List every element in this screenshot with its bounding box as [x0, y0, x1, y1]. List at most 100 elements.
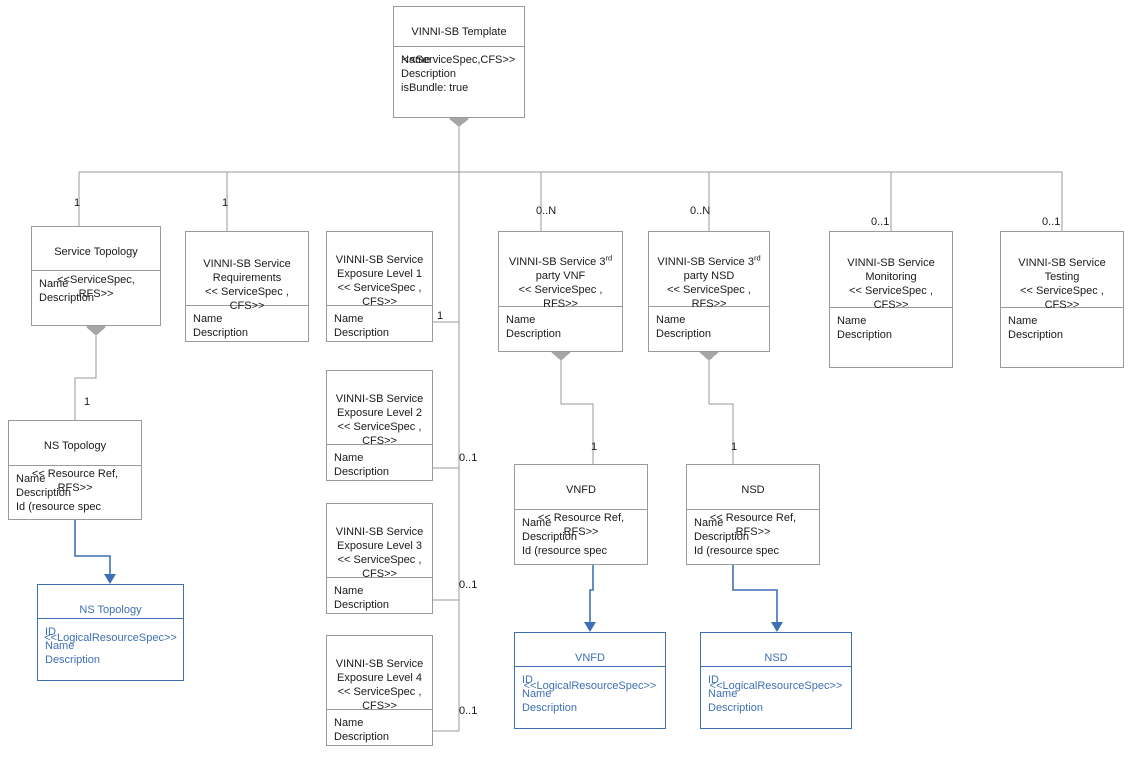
- class-attributes: Name Description: [837, 315, 893, 341]
- class-stereotype: << ServiceSpec , CFS>>: [337, 686, 422, 712]
- class-box-ns-topology-rfs[interactable]: NS Topology << Resource Ref, RFS>> Name …: [8, 420, 142, 520]
- class-stereotype: << ServiceSpec , RFS>>: [667, 284, 751, 310]
- ordinal-suffix: rd: [605, 253, 613, 263]
- class-name: VINNI-SB Service Requirements: [203, 258, 291, 284]
- class-stereotype: << ServiceSpec , CFS>>: [337, 421, 422, 447]
- arrowhead-vnfd: [584, 622, 596, 632]
- class-name: NSD: [764, 652, 788, 664]
- multiplicity-nsd: 1: [731, 441, 738, 453]
- class-box-service-testing[interactable]: VINNI-SB Service Testing << ServiceSpec …: [1000, 231, 1124, 368]
- multiplicity-service-testing: 0..1: [1042, 216, 1061, 228]
- class-box-service-requirements[interactable]: VINNI-SB Service Requirements << Service…: [185, 231, 309, 342]
- class-box-nsd-logical-resource-spec[interactable]: NSD <<LogicalResourceSpec>> ID Name Desc…: [700, 632, 852, 729]
- class-name-suffix: party NSD: [683, 270, 735, 282]
- class-attributes: Name Description: [1008, 315, 1064, 341]
- class-name-prefix: VINNI-SB Service 3: [657, 256, 754, 268]
- class-attributes: ID Name Description: [708, 674, 764, 714]
- class-name: NS Topology: [79, 604, 142, 616]
- class-header: VINNI-SB Template <<ServiceSpec,CFS>>: [394, 7, 524, 66]
- class-stereotype: << ServiceSpec , CFS>>: [849, 285, 933, 311]
- class-attributes: Name Description: [656, 314, 712, 340]
- multiplicity-3rd-party-nsd: 0..N: [690, 205, 711, 217]
- class-name: VNFD: [575, 652, 605, 664]
- class-box-exposure-level-3[interactable]: VINNI-SB Service Exposure Level 3 << Ser…: [326, 503, 433, 614]
- class-header: NSD <<LogicalResourceSpec>>: [701, 633, 851, 692]
- class-attributes: Name Description Id (resource spec: [16, 473, 101, 513]
- multiplicity-exposure-level-2: 0..1: [459, 452, 478, 464]
- class-header: VINNI-SB Service Exposure Level 1 << Ser…: [327, 232, 432, 308]
- class-attributes: Name Description: [334, 585, 390, 611]
- ordinal-suffix: rd: [753, 253, 761, 263]
- class-box-ns-topology-logical-resource-spec[interactable]: NS Topology <<LogicalResourceSpec>> ID N…: [37, 584, 184, 681]
- class-stereotype: <<ServiceSpec, RFS>>: [57, 274, 135, 300]
- class-box-vnfd-rfs[interactable]: VNFD << Resource Ref, RFS>> Name Descrip…: [514, 464, 648, 565]
- class-name-prefix: VINNI-SB Service 3: [508, 256, 606, 268]
- class-stereotype: << ServiceSpec , CFS>>: [1020, 285, 1104, 311]
- class-name: NS Topology: [43, 440, 107, 452]
- multiplicity-exposure-level-4: 0..1: [459, 705, 478, 717]
- multiplicity-ns-topology: 1: [84, 396, 91, 408]
- class-header: VINNI-SB Service 3rd party NSD << Service…: [649, 232, 769, 310]
- class-stereotype: << ServiceSpec , RFS>>: [518, 284, 603, 310]
- arrow-vnfd-realization: [589, 565, 594, 624]
- class-header: VINNI-SB Service Exposure Level 3 << Ser…: [327, 504, 432, 580]
- class-attributes: Name Description: [334, 452, 390, 478]
- class-header: VINNI-SB Service Testing << ServiceSpec …: [1001, 232, 1123, 311]
- class-stereotype: <<ServiceSpec,CFS>>: [402, 54, 516, 66]
- class-stereotype: << Resource Ref, RFS>>: [709, 512, 797, 538]
- arrowhead-ns-topology: [104, 574, 116, 584]
- class-stereotype: <<LogicalResourceSpec>>: [44, 632, 177, 644]
- class-attributes: Name Description: [193, 313, 249, 339]
- class-box-3rd-party-nsd[interactable]: VINNI-SB Service 3rd party NSD << Service…: [648, 231, 770, 352]
- class-header: VINNI-SB Service Exposure Level 4 << Ser…: [327, 636, 432, 712]
- class-attributes: Name Description: [334, 717, 390, 743]
- class-attributes: ID Name Description: [45, 626, 101, 666]
- class-box-exposure-level-1[interactable]: VINNI-SB Service Exposure Level 1 << Ser…: [326, 231, 433, 342]
- class-box-exposure-level-2[interactable]: VINNI-SB Service Exposure Level 2 << Ser…: [326, 370, 433, 481]
- arrowhead-nsd: [771, 622, 783, 632]
- class-box-service-monitoring[interactable]: VINNI-SB Service Monitoring << ServiceSp…: [829, 231, 953, 368]
- class-box-service-topology[interactable]: Service Topology <<ServiceSpec, RFS>> Na…: [31, 226, 161, 326]
- class-stereotype: << ServiceSpec , CFS>>: [337, 554, 422, 580]
- class-attributes: Name Description Id (resource spec: [694, 517, 779, 557]
- class-box-nsd-rfs[interactable]: NSD << Resource Ref, RFS>> Name Descript…: [686, 464, 820, 565]
- class-name: VINNI-SB Service Monitoring: [847, 257, 935, 283]
- class-box-vinni-sb-template[interactable]: VINNI-SB Template <<ServiceSpec,CFS>> Na…: [393, 6, 525, 118]
- class-header: VNFD << Resource Ref, RFS>>: [515, 465, 647, 538]
- class-name-suffix: party VNF: [535, 270, 586, 282]
- class-box-3rd-party-vnf[interactable]: VINNI-SB Service 3rd party VNF << Service…: [498, 231, 623, 352]
- class-stereotype: << ServiceSpec , CFS>>: [205, 286, 289, 312]
- class-header: VINNI-SB Service Requirements << Service…: [186, 232, 308, 312]
- multiplicity-exposure-level-1: 1: [437, 310, 444, 322]
- class-attributes: Name Description Id (resource spec: [522, 517, 607, 557]
- class-attributes: Name Description: [39, 278, 95, 304]
- arrow-nsd-realization: [732, 565, 778, 624]
- class-box-exposure-level-4[interactable]: VINNI-SB Service Exposure Level 4 << Ser…: [326, 635, 433, 746]
- class-header: VNFD <<LogicalResourceSpec>>: [515, 633, 665, 692]
- class-header: Service Topology <<ServiceSpec, RFS>>: [32, 227, 160, 300]
- multiplicity-service-monitoring: 0..1: [871, 216, 890, 228]
- class-stereotype: << Resource Ref, RFS>>: [537, 512, 625, 538]
- class-name: VINNI-SB Service Exposure Level 4: [335, 658, 424, 684]
- class-name: VINNI-SB Service 3rd party NSD: [657, 253, 761, 282]
- class-header: VINNI-SB Service Monitoring << ServiceSp…: [830, 232, 952, 311]
- class-header: NSD << Resource Ref, RFS>>: [687, 465, 819, 538]
- class-name: VINNI-SB Service Exposure Level 3: [335, 526, 424, 552]
- class-attributes: Name Description isBundle: true: [401, 54, 469, 94]
- line-vnf-to-vnfd: [560, 360, 594, 464]
- class-header: NS Topology << Resource Ref, RFS>>: [9, 421, 141, 494]
- multiplicity-vnfd: 1: [591, 441, 598, 453]
- class-name: Service Topology: [54, 246, 138, 258]
- class-name: VINNI-SB Service Testing: [1018, 257, 1106, 283]
- class-stereotype: << Resource Ref, RFS>>: [31, 468, 119, 494]
- class-header: VINNI-SB Service Exposure Level 2 << Ser…: [327, 371, 432, 447]
- line-nsd-to-nsd: [708, 360, 734, 464]
- class-name: VINNI-SB Service Exposure Level 1: [335, 254, 424, 280]
- multiplicity-service-requirements: 1: [222, 197, 229, 209]
- arrow-ns-topology-realization: [74, 520, 111, 576]
- class-header: NS Topology <<LogicalResourceSpec>>: [38, 585, 183, 644]
- class-header: VINNI-SB Service 3rd party VNF << Service…: [499, 232, 622, 310]
- class-name: VINNI-SB Service 3rd party VNF: [508, 253, 613, 282]
- class-box-vnfd-logical-resource-spec[interactable]: VNFD <<LogicalResourceSpec>> ID Name Des…: [514, 632, 666, 729]
